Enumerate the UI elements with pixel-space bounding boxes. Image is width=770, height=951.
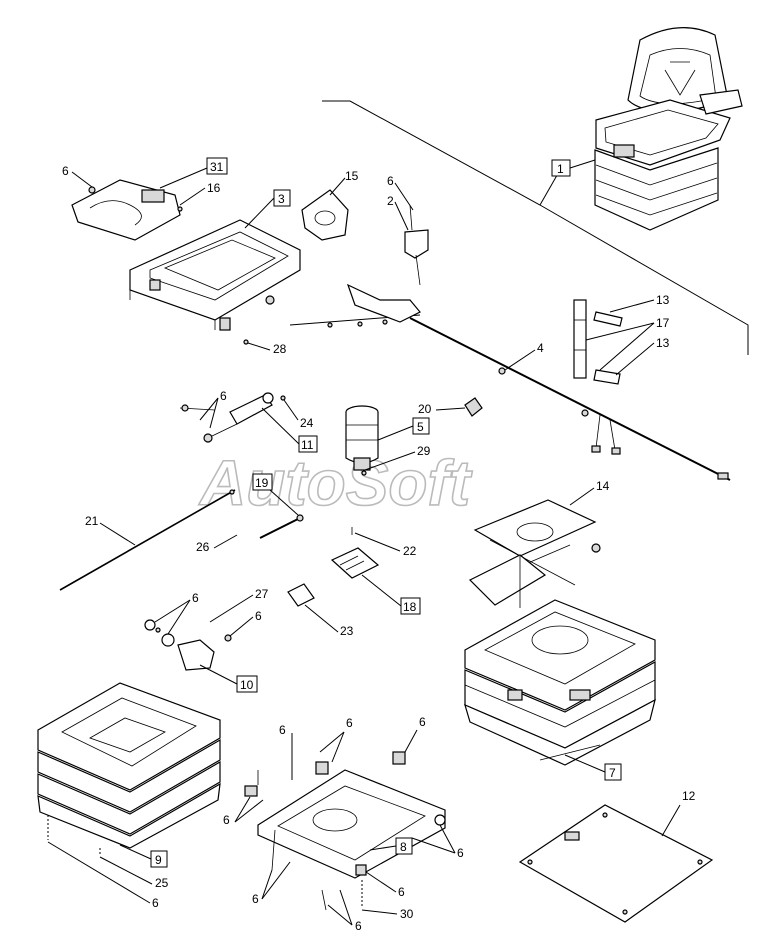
part-11-damper xyxy=(179,392,274,443)
callout-1: 1 xyxy=(551,159,596,177)
callout-20: 20 xyxy=(418,402,432,416)
callout-28: 28 xyxy=(273,342,287,356)
callout-6-g: 6 xyxy=(279,723,286,737)
part-19-rod xyxy=(259,514,304,539)
callout-13-a: 13 xyxy=(656,293,670,307)
callout-6-h: 6 xyxy=(346,716,353,730)
part-18-bracket xyxy=(330,547,380,579)
callout-12: 12 xyxy=(682,789,696,803)
callout-6-a: 6 xyxy=(62,164,69,178)
callout-30: 30 xyxy=(400,907,414,921)
svg-text:5: 5 xyxy=(417,420,424,434)
callout-29: 29 xyxy=(417,444,431,458)
callout-3: 3 xyxy=(244,189,291,229)
part-23-pad xyxy=(287,583,315,607)
svg-text:8: 8 xyxy=(400,840,407,854)
part-8-base-frame xyxy=(244,751,446,911)
callout-26: 26 xyxy=(196,540,210,554)
svg-text:11: 11 xyxy=(301,438,314,452)
callout-6-k: 6 xyxy=(457,846,464,860)
callout-6-b: 6 xyxy=(387,174,394,188)
callout-6-d: 6 xyxy=(192,591,199,605)
part-2-lever xyxy=(404,204,429,286)
svg-text:7: 7 xyxy=(609,766,616,780)
part-20-knob xyxy=(464,397,483,417)
callout-13-b: 13 xyxy=(656,336,670,350)
callout-6-c: 6 xyxy=(220,389,227,403)
svg-text:3: 3 xyxy=(278,192,285,206)
callout-14: 14 xyxy=(596,479,610,493)
part-5-air-spring xyxy=(345,405,379,471)
callout-6-n: 6 xyxy=(355,919,362,933)
part-31-plate xyxy=(71,179,181,241)
callout-6-m: 6 xyxy=(252,892,259,906)
svg-text:18: 18 xyxy=(403,600,417,614)
callout-23: 23 xyxy=(340,624,354,638)
callout-17: 17 xyxy=(656,316,670,330)
part-12-base-plate xyxy=(518,804,714,923)
callout-22: 22 xyxy=(403,544,417,558)
part-7-lower-suspension xyxy=(464,599,656,766)
callout-8: 8 xyxy=(369,837,413,855)
watermark-text: AutoSoft xyxy=(198,447,473,519)
part-9-bellows xyxy=(37,682,221,849)
callout-27: 27 xyxy=(255,587,269,601)
callout-18: 18 xyxy=(361,574,421,615)
part-4-cable-harness xyxy=(289,283,731,481)
callout-11: 11 xyxy=(261,407,318,453)
callout-7: 7 xyxy=(564,754,622,781)
part-3-seat-frame xyxy=(129,219,301,331)
complete-seat-assembly xyxy=(594,27,743,231)
part-15-bracket xyxy=(301,189,349,241)
callout-5: 5 xyxy=(377,417,430,441)
callout-31: 31 xyxy=(159,157,228,189)
part-14-scissor-mechanism xyxy=(468,499,601,608)
part-10-valve xyxy=(144,619,232,671)
callout-6-e: 6 xyxy=(255,609,262,623)
callout-6-i: 6 xyxy=(419,715,426,729)
callout-19: 19 xyxy=(252,473,299,516)
callout-15: 15 xyxy=(345,169,359,183)
callout-9: 9 xyxy=(119,844,168,868)
callout-6-j: 6 xyxy=(223,813,230,827)
svg-text:1: 1 xyxy=(557,162,564,176)
svg-text:10: 10 xyxy=(240,678,254,692)
callout-24: 24 xyxy=(300,416,314,430)
svg-text:31: 31 xyxy=(210,160,224,174)
part-17-strap xyxy=(573,299,623,385)
callout-6-f: 6 xyxy=(152,896,159,910)
svg-text:9: 9 xyxy=(155,853,162,867)
callout-4: 4 xyxy=(537,341,544,355)
callout-16: 16 xyxy=(207,181,221,195)
callout-2: 2 xyxy=(387,194,394,208)
part-21-cable xyxy=(59,489,236,591)
callout-10: 10 xyxy=(199,664,258,693)
callout-25: 25 xyxy=(155,876,169,890)
callout-21: 21 xyxy=(85,514,99,528)
svg-text:19: 19 xyxy=(255,476,269,490)
callout-6-l: 6 xyxy=(398,885,405,899)
